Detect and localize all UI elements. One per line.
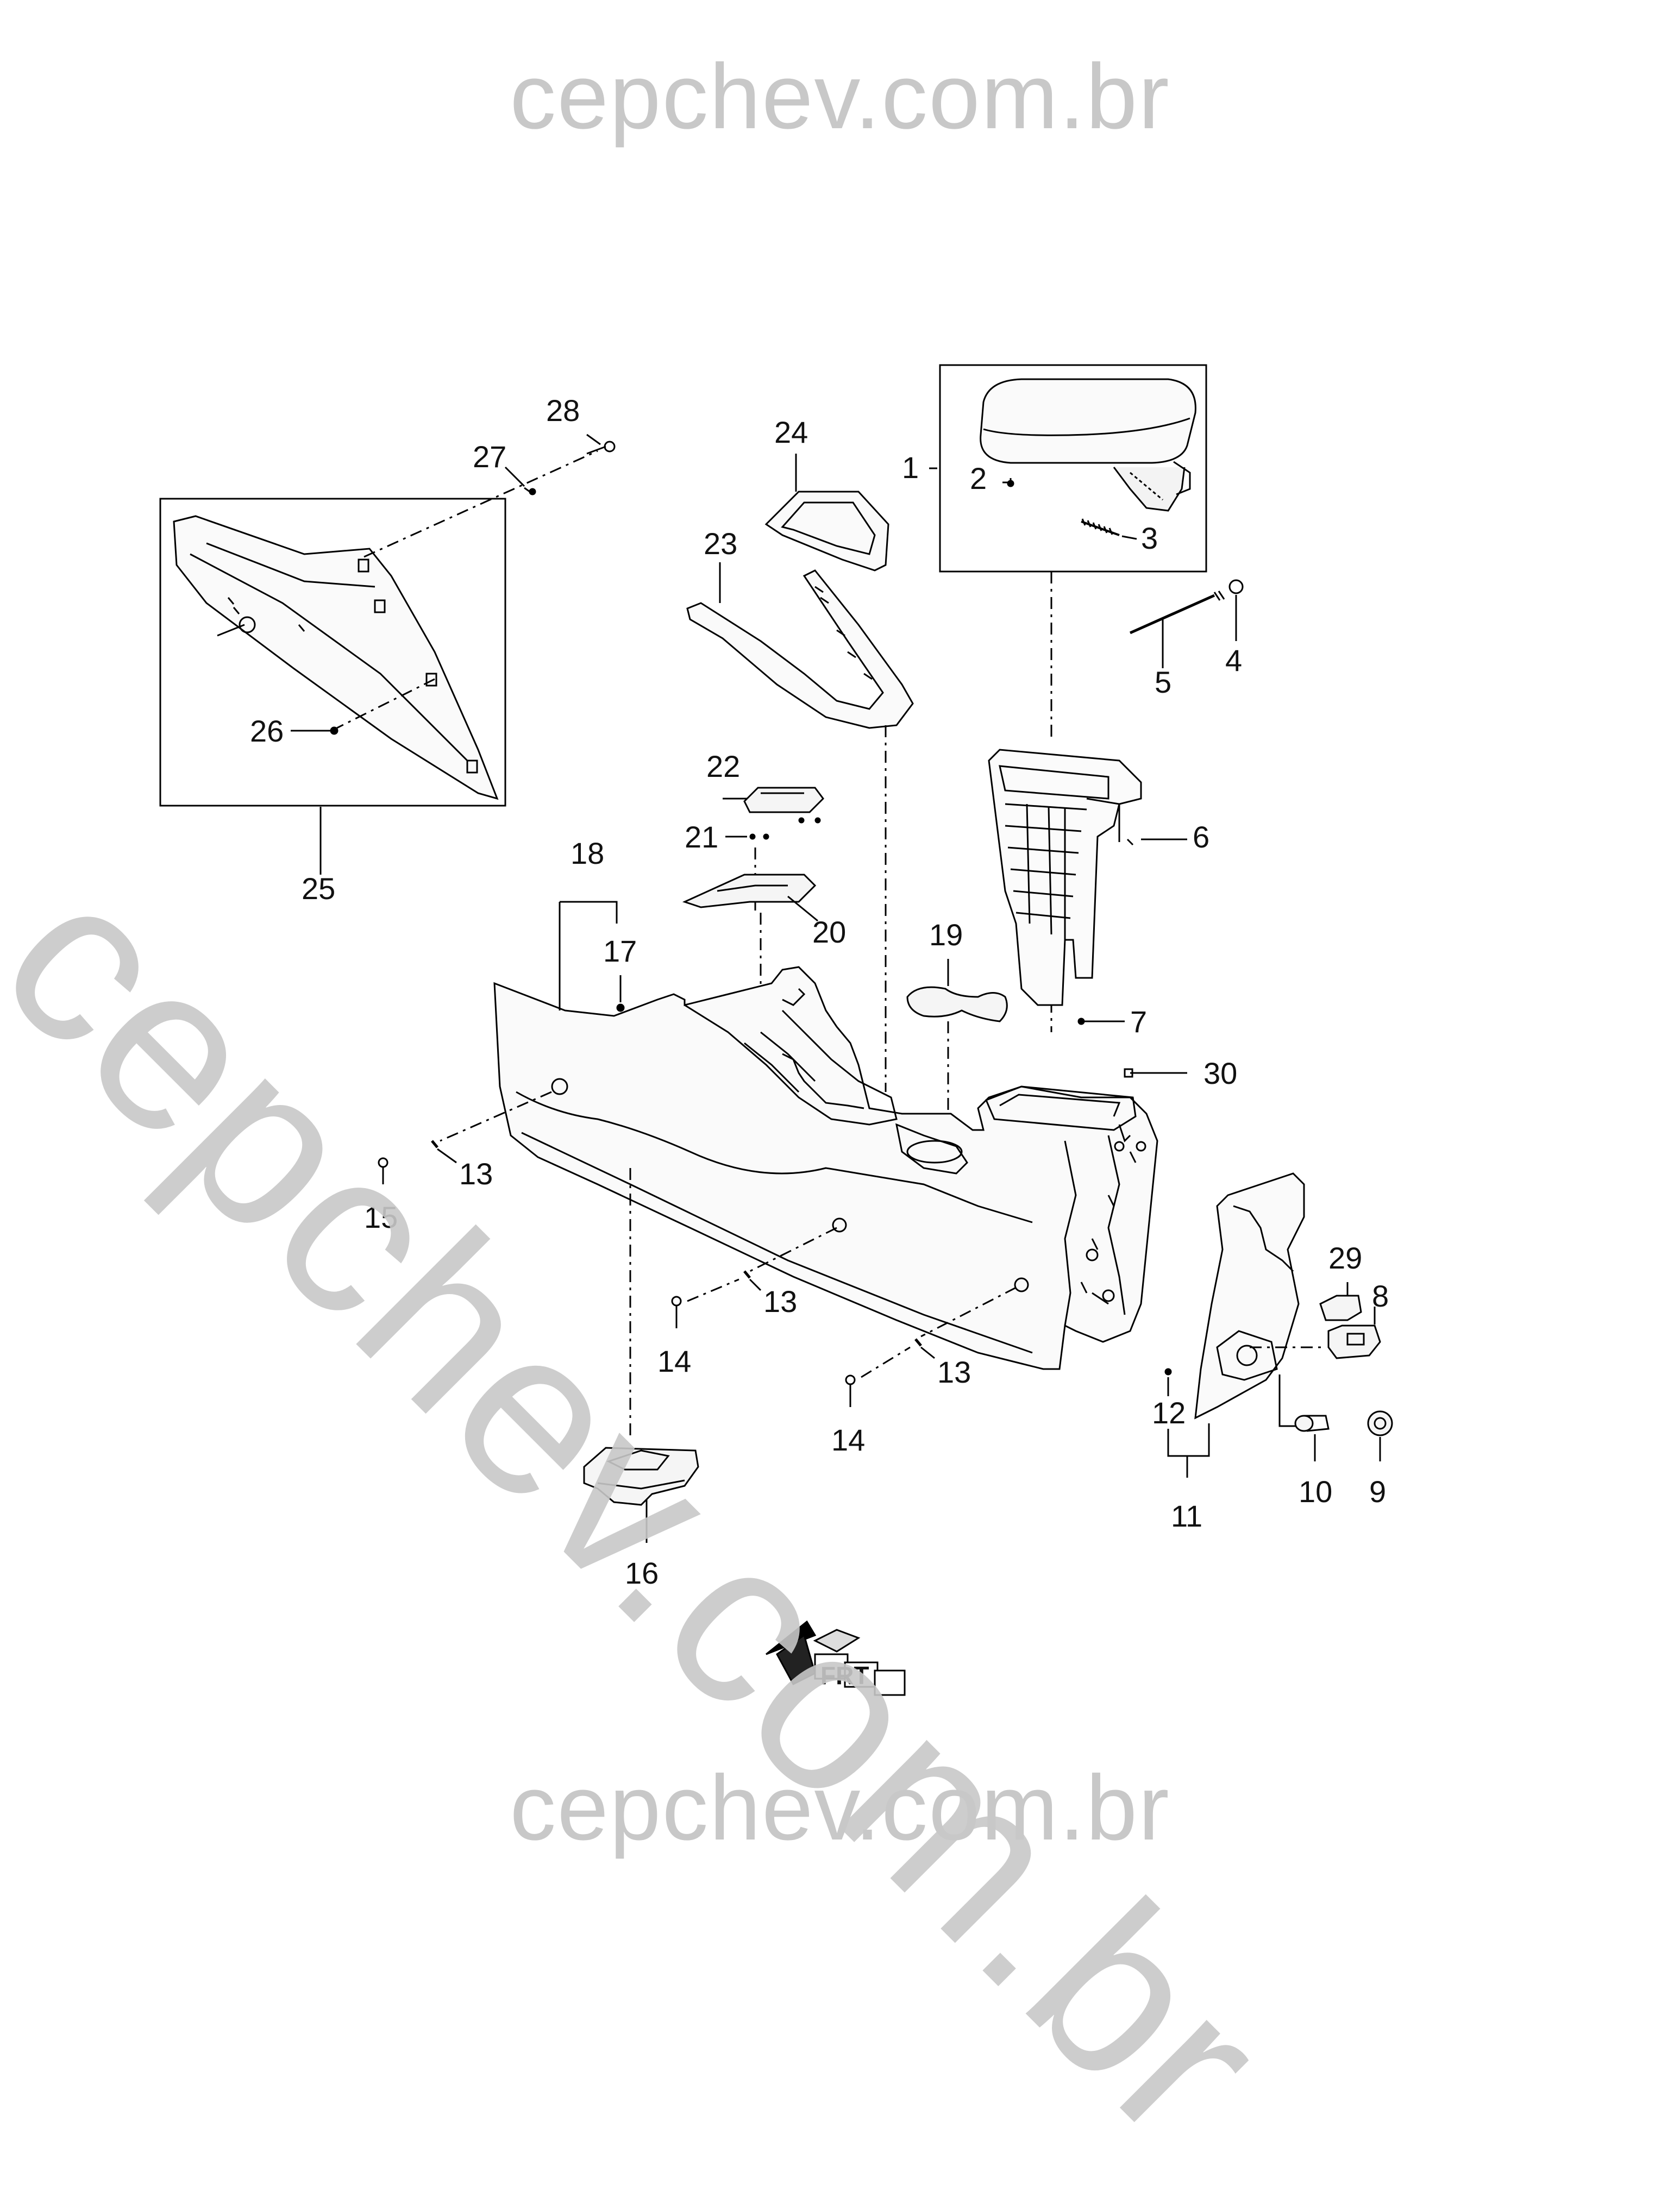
clip-13a (431, 1140, 438, 1148)
callout-14a: 14 (657, 1344, 691, 1378)
callout-25: 25 (302, 871, 335, 906)
callout-11: 11 (1171, 1499, 1202, 1533)
callout-18: 18 (571, 836, 604, 870)
bracket-16 (583, 1447, 699, 1506)
screw-14b (845, 1374, 856, 1385)
bracket-22 (743, 787, 824, 813)
callout-4: 4 (1225, 643, 1242, 677)
pin-5 (1129, 594, 1215, 635)
callout-8: 8 (1372, 1279, 1389, 1313)
callout-20: 20 (812, 915, 846, 949)
armrest-lid (980, 378, 1196, 512)
callout-22: 22 (706, 749, 740, 783)
callout-1: 1 (902, 450, 919, 485)
callout-5: 5 (1155, 665, 1171, 699)
nut-4 (1228, 579, 1244, 594)
storage-bin-6 (988, 749, 1142, 1006)
callout-27: 27 (473, 440, 506, 474)
callout-28: 28 (546, 393, 580, 428)
exploded-view: 1 2 3 4 5 6 7 8 9 10 11 12 13 13 13 14 1… (159, 364, 1393, 1696)
watermark-top: cepchev.com.br (510, 45, 1170, 148)
callout-12: 12 (1152, 1396, 1186, 1430)
callout-14b: 14 (831, 1423, 865, 1457)
callout-29: 29 (1328, 1241, 1362, 1275)
console-body-18 (493, 966, 1158, 1370)
parts-diagram: cepchev.com.br cepchev.com.br (0, 45, 1393, 2188)
side-panel-11 (1164, 1172, 1305, 1420)
callout-9: 9 (1369, 1474, 1386, 1509)
armrest-group-box (939, 364, 1207, 573)
callout-30: 30 (1203, 1056, 1237, 1090)
screw-14a (671, 1296, 682, 1307)
callout-26: 26 (250, 714, 284, 748)
callout-labels: 1 2 3 4 5 6 7 8 9 10 11 12 13 13 13 14 1… (250, 393, 1389, 1590)
gear-bezel-24 (764, 491, 889, 572)
callout-16: 16 (625, 1556, 659, 1590)
callout-13a: 13 (459, 1157, 493, 1191)
callout-2: 2 (970, 461, 987, 495)
callout-3: 3 (1141, 521, 1158, 555)
nut-9 (1367, 1410, 1393, 1436)
callout-19: 19 (929, 918, 963, 952)
callout-15: 15 (364, 1200, 398, 1234)
frt-label: FRT (820, 1661, 869, 1690)
outlet-8 (1327, 1324, 1381, 1359)
callout-7: 7 (1130, 1005, 1147, 1039)
side-panel-25 (173, 515, 499, 800)
callout-17: 17 (603, 934, 637, 968)
front-direction-indicator (766, 1620, 906, 1696)
watermark-bottom: cepchev.com.br (510, 1756, 1170, 1860)
callout-13b: 13 (763, 1284, 797, 1319)
console-trim-23 (686, 569, 914, 729)
cup-holder-mat-19 (906, 986, 1008, 1022)
socket-10 (1294, 1415, 1330, 1432)
callout-10: 10 (1299, 1474, 1332, 1509)
side-panel-group-box (159, 498, 506, 807)
switch-29 (1319, 1295, 1362, 1321)
callout-13c: 13 (937, 1355, 971, 1389)
callout-6: 6 (1193, 820, 1209, 854)
callout-24: 24 (774, 415, 808, 449)
callout-23: 23 (704, 526, 737, 561)
clip-13c (914, 1338, 922, 1347)
callout-21: 21 (685, 820, 718, 854)
clip-13b (743, 1270, 751, 1279)
shifter-cover-20 (682, 874, 817, 908)
